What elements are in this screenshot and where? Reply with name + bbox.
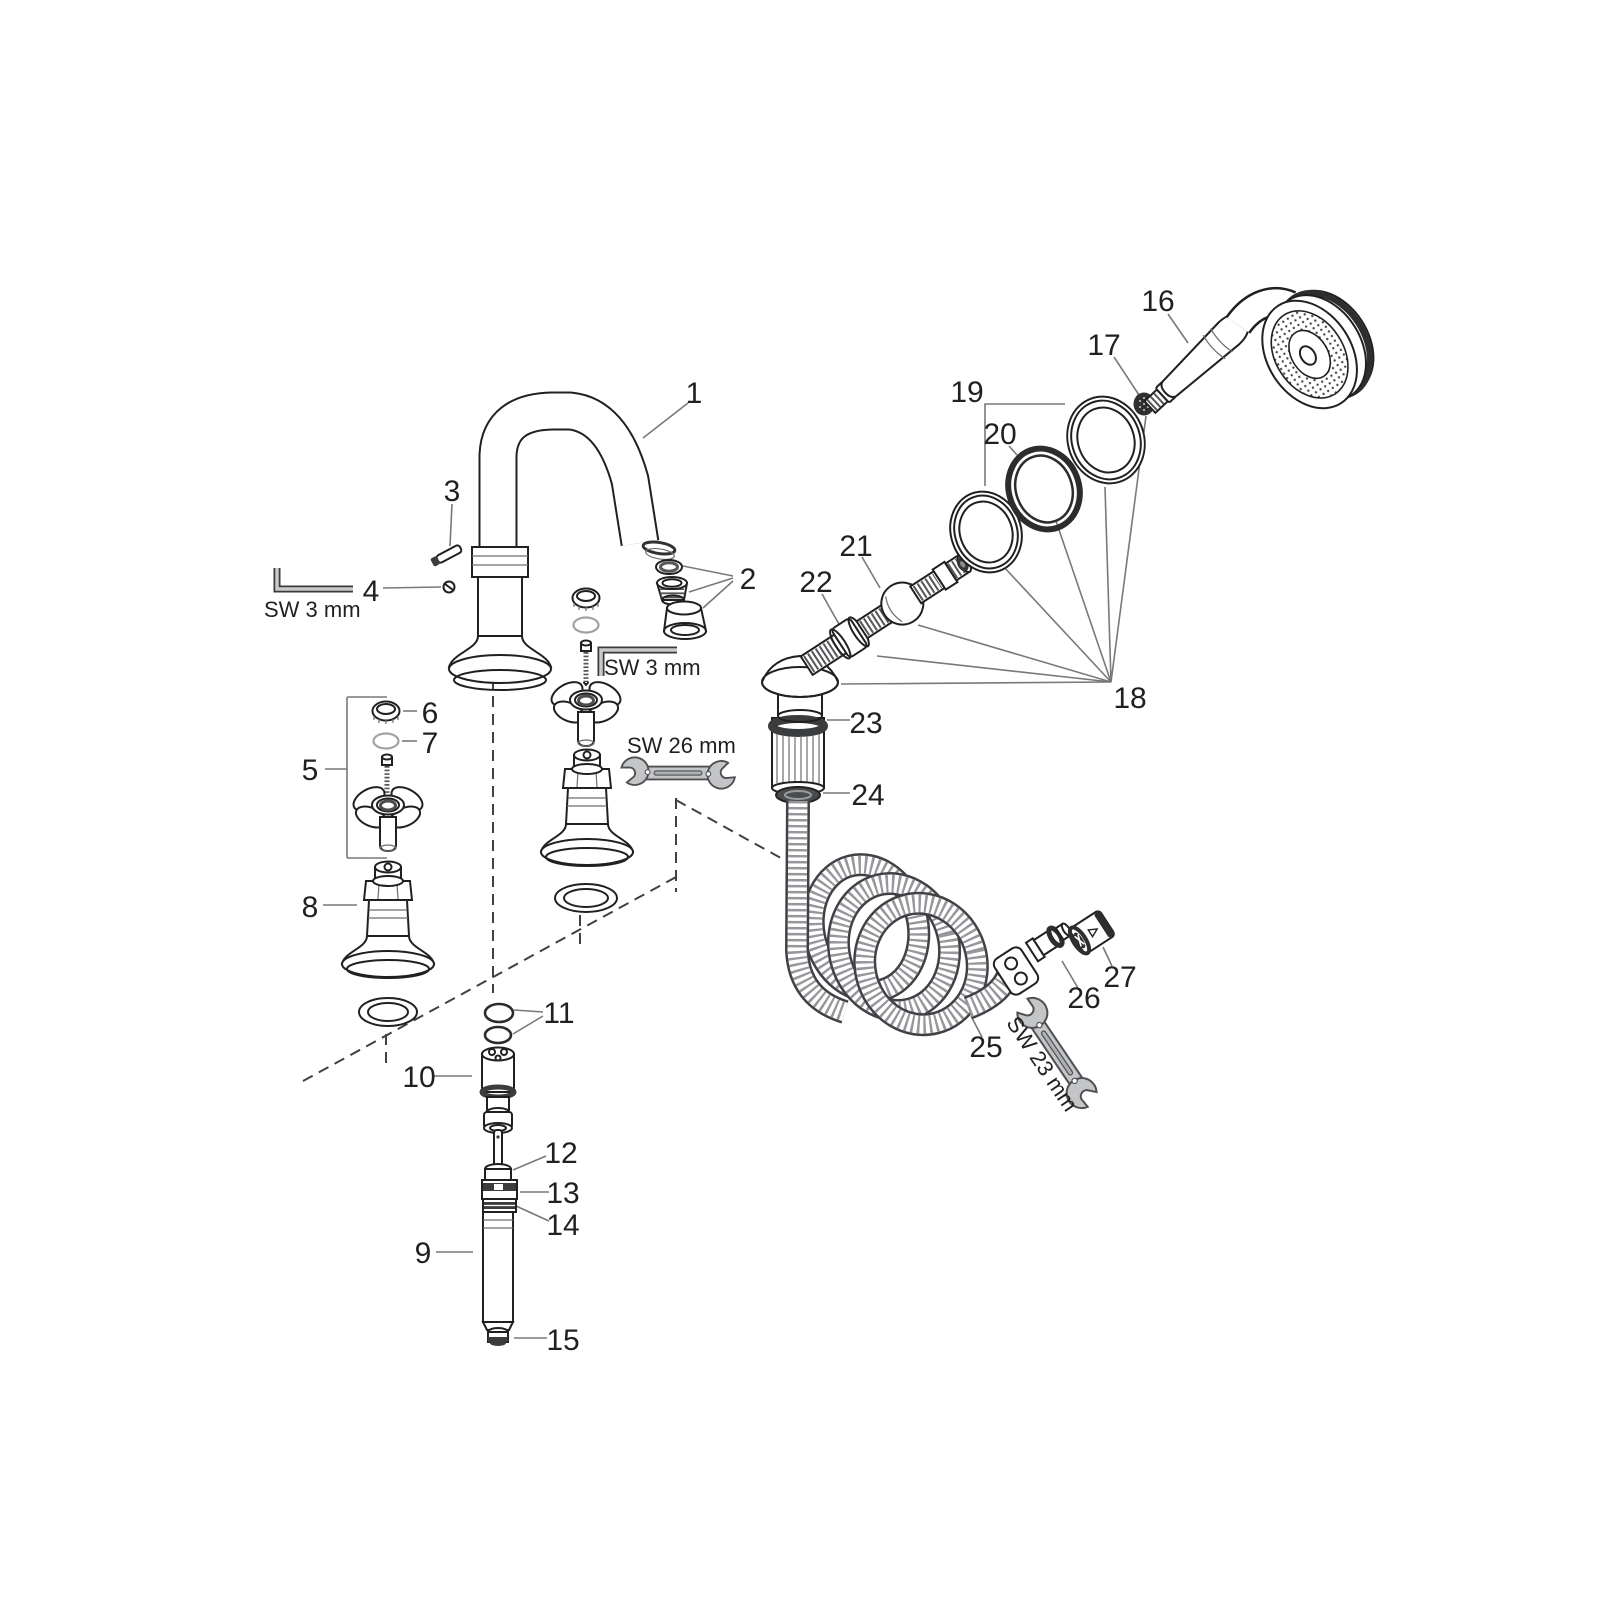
part-label-27: 27 [1103,961,1136,994]
handle-cap-right [571,587,601,612]
hose-guide-body-23 [768,715,828,795]
part-label-11: 11 [543,997,574,1030]
part-label-18: 18 [1113,682,1146,715]
handshower [1143,287,1375,415]
part-labels: 1 2 3 4 5 6 7 8 9 10 11 12 13 14 15 16 1… [302,285,1175,1357]
cartridge-ring-13 [481,1179,518,1200]
part-label-12: 12 [544,1137,577,1170]
shower-hose [784,800,1020,1037]
allen-key-mid [597,646,677,676]
part-label-7: 7 [422,727,439,760]
cartridge-ring-14 [482,1198,517,1213]
valve-left [341,860,435,979]
part-label-19: 19 [950,376,983,409]
grub-screw [442,580,456,594]
valve-washer-right [554,883,618,913]
part-label-3: 3 [444,475,461,508]
part-label-4: 4 [363,575,380,608]
hose-nut [992,946,1040,996]
part-label-16: 16 [1141,285,1174,318]
part-label-13: 13 [546,1177,579,1210]
set-pin [430,544,463,567]
construction-dashed-lines [302,678,789,1082]
valve-washer-left [358,997,418,1027]
allen-key-left [273,568,353,593]
leader-lines [323,313,1189,1339]
handle-screw-right [581,641,591,686]
part-label-26: 26 [1067,982,1100,1015]
cross-handle-right [546,675,626,748]
hose-guide-ring-24 [775,786,821,804]
hose-nipple-26 [1024,922,1072,963]
wrench-26mm [619,753,737,793]
part-label-6: 6 [422,697,439,730]
handle-oring-left [372,732,400,750]
seal-ring-19-lower [949,490,1023,574]
part-label-5: 5 [302,754,319,787]
part-label-23: 23 [849,707,882,740]
part-label-8: 8 [302,891,319,924]
part-label-24: 24 [851,779,884,812]
cartridge-top-10 [479,1046,517,1134]
part-label-1: 1 [686,377,703,410]
handle-oring-right [572,616,600,634]
check-valve-27 [1067,910,1115,956]
tool-label-sw3-mid: SW 3 mm [604,655,701,680]
cartridge-body-9 [481,1211,515,1331]
part-label-10: 10 [402,1061,435,1094]
part-label-9: 9 [415,1237,432,1270]
aerator-set [655,559,708,640]
part-label-25: 25 [969,1031,1002,1064]
part-label-21: 21 [839,530,872,563]
spout [447,391,677,691]
oring-20 [1005,445,1083,533]
part-label-14: 14 [546,1209,579,1242]
part-label-2: 2 [740,563,757,596]
part-label-17: 17 [1087,329,1120,362]
connector-pipe-21 [799,553,973,677]
seal-ring-19-upper [1066,395,1146,485]
valve-right [540,748,634,867]
cartridge-foot-15 [487,1327,509,1346]
tool-label-sw3-left: SW 3 mm [264,597,361,622]
cartridge-stem-12 [484,1129,512,1181]
part-label-15: 15 [546,1324,579,1357]
tool-label-sw26: SW 26 mm [627,733,736,758]
part-label-22: 22 [799,566,832,599]
handle-cap-left [371,700,401,725]
cartridge-orings-11 [483,1002,515,1045]
part-label-20: 20 [983,418,1016,451]
